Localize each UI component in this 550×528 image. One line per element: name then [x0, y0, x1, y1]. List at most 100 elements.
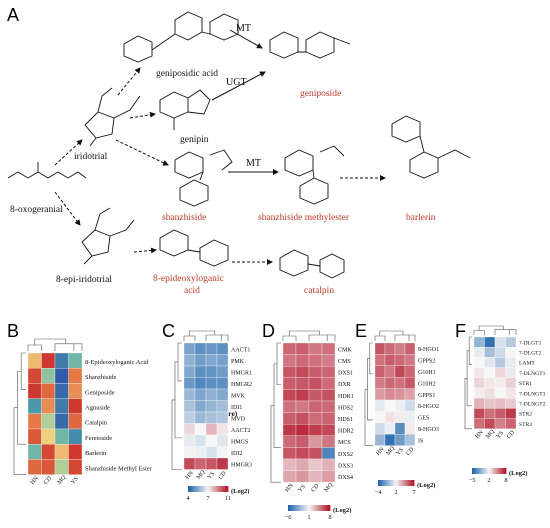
- panelD-legend-swatch: [298, 505, 301, 511]
- panelD-col-label: MQ: [323, 482, 334, 494]
- panelE-row-label: IS: [418, 438, 423, 444]
- panelE-cell: [404, 342, 416, 355]
- panelC-col-dendrogram: [183, 330, 229, 341]
- panelF-cell: [484, 398, 496, 409]
- panelD-legend-swatch: [310, 505, 313, 511]
- panelC-cell: [205, 446, 218, 459]
- pathway-diagram: [7, 11, 471, 279]
- panelD-row-label: HDR1: [338, 394, 354, 400]
- panelC-cell: [205, 457, 218, 470]
- panelF-legend-swatch: [483, 468, 486, 474]
- panelC-cell: [183, 400, 196, 413]
- panelB-cell: [68, 398, 83, 414]
- panelB-row-label: Catalpin: [85, 420, 108, 427]
- panelD-col-label: CD: [310, 483, 320, 494]
- panelB-cell: [68, 352, 83, 369]
- panelD-legend-swatch: [316, 505, 319, 511]
- panelF-cell: [473, 408, 485, 419]
- panelF-legend-swatch: [479, 468, 481, 474]
- panelF-cell: [505, 377, 517, 389]
- panelF-row-dendrogram-path: [464, 336, 472, 430]
- panelB-cell: [27, 444, 42, 460]
- panelD-legend-swatch: [302, 505, 305, 511]
- panelF-cell: [484, 377, 496, 389]
- panelB-cell: [41, 413, 56, 430]
- panelD-cell: [295, 424, 310, 436]
- panelE-legend-swatch: [397, 480, 400, 486]
- panelD-row-label: DXS2: [338, 452, 353, 458]
- panelC-cell: [216, 388, 229, 401]
- panelB-cell: [27, 383, 42, 399]
- panelB-cell: [27, 428, 42, 445]
- panelF-col-label: HN: [475, 429, 486, 440]
- panelD-cell: [282, 342, 297, 355]
- panelC-legend-tick: 7: [206, 495, 210, 502]
- panelD-legend-swatch: [314, 505, 317, 511]
- panelD-legend-swatch: [321, 505, 324, 511]
- panelF-legend-swatch: [477, 468, 480, 474]
- panelD-legend-tick: 1: [307, 514, 310, 521]
- panelB-cell: [68, 459, 83, 475]
- panelF-col-label: YS: [496, 430, 506, 440]
- panelC-legend-swatch: [199, 486, 202, 492]
- label-shanzhiside-methylester: shanzhiside methylester: [258, 213, 350, 223]
- panelD-cell: [282, 470, 297, 483]
- panelF-cell: [505, 336, 517, 348]
- panelD-col-dendrogram: [282, 330, 336, 341]
- panelC-legend-swatch: [193, 486, 196, 492]
- panelC-cell: [183, 423, 196, 436]
- panelF-col-dendrogram-path: [473, 325, 517, 335]
- panelF-row-label: 7-DLNGT3: [519, 391, 546, 397]
- panelF-legend-swatch: [497, 468, 500, 474]
- panelC-legend-swatch: [209, 486, 212, 492]
- label-geniposide: geniposide: [300, 89, 342, 99]
- panelE-legend-swatch: [382, 480, 385, 486]
- panelF-cell: [505, 418, 517, 429]
- panelB-row-label: 8-Epideoxyloganic Acid: [85, 359, 149, 366]
- panelE-legend-swatch: [387, 480, 389, 486]
- panelD-cell: [282, 447, 297, 460]
- panelF-cell: [505, 347, 517, 358]
- panelE-cell: [374, 399, 386, 412]
- panelC-legend-swatch: [203, 486, 206, 492]
- panelD-cell: [321, 400, 336, 413]
- panelC-legend-tick: 11: [225, 495, 231, 502]
- panelD-cell: [282, 424, 297, 436]
- panelB-cell: [27, 398, 42, 414]
- panelE-cell: [394, 342, 406, 355]
- panelC-legend-swatch: [221, 486, 224, 492]
- panelC-legend-swatch: [214, 486, 217, 492]
- arrow-to-epideoxyloganic: [133, 247, 157, 254]
- panelF-legend-swatch: [484, 468, 487, 474]
- panelD-cell: [308, 342, 323, 355]
- panelB-col-label: YS: [70, 476, 80, 486]
- panelD-cell: [321, 412, 336, 425]
- panelC-legend-swatch: [211, 486, 214, 492]
- panelF-cell: [494, 418, 506, 429]
- panel-label-a: A: [7, 5, 20, 25]
- panelE-legend-swatch: [393, 480, 395, 486]
- panelC-legend-swatch: [226, 486, 229, 492]
- panelE-legend-swatch: [402, 480, 404, 486]
- panelC-cell: [183, 446, 196, 459]
- panelF-cell: [484, 418, 496, 429]
- panelF-cell: [473, 387, 485, 399]
- panelF-col-label: CD: [506, 429, 516, 440]
- geniposide-structure: [269, 31, 351, 59]
- panelC-legend-swatch: [219, 486, 222, 492]
- panelF-cell: [494, 408, 506, 419]
- panelE-cell: [384, 365, 396, 378]
- shanzhiside-structure: [174, 149, 233, 207]
- panelF-cell: [494, 336, 506, 348]
- panelF-col-dendrogram: [473, 325, 517, 335]
- panelE-col-label: YS: [395, 447, 405, 457]
- panelD-cell: [308, 377, 323, 390]
- panelC-legend-swatch: [206, 486, 209, 492]
- panelD-cell: [282, 435, 297, 448]
- panelD-legend-swatch: [293, 505, 296, 511]
- panelB-cell: [54, 444, 69, 460]
- panelE-cell: [404, 377, 416, 389]
- panelD-cell: [321, 447, 336, 460]
- epideoxyloganic-acid-structure: [159, 229, 229, 267]
